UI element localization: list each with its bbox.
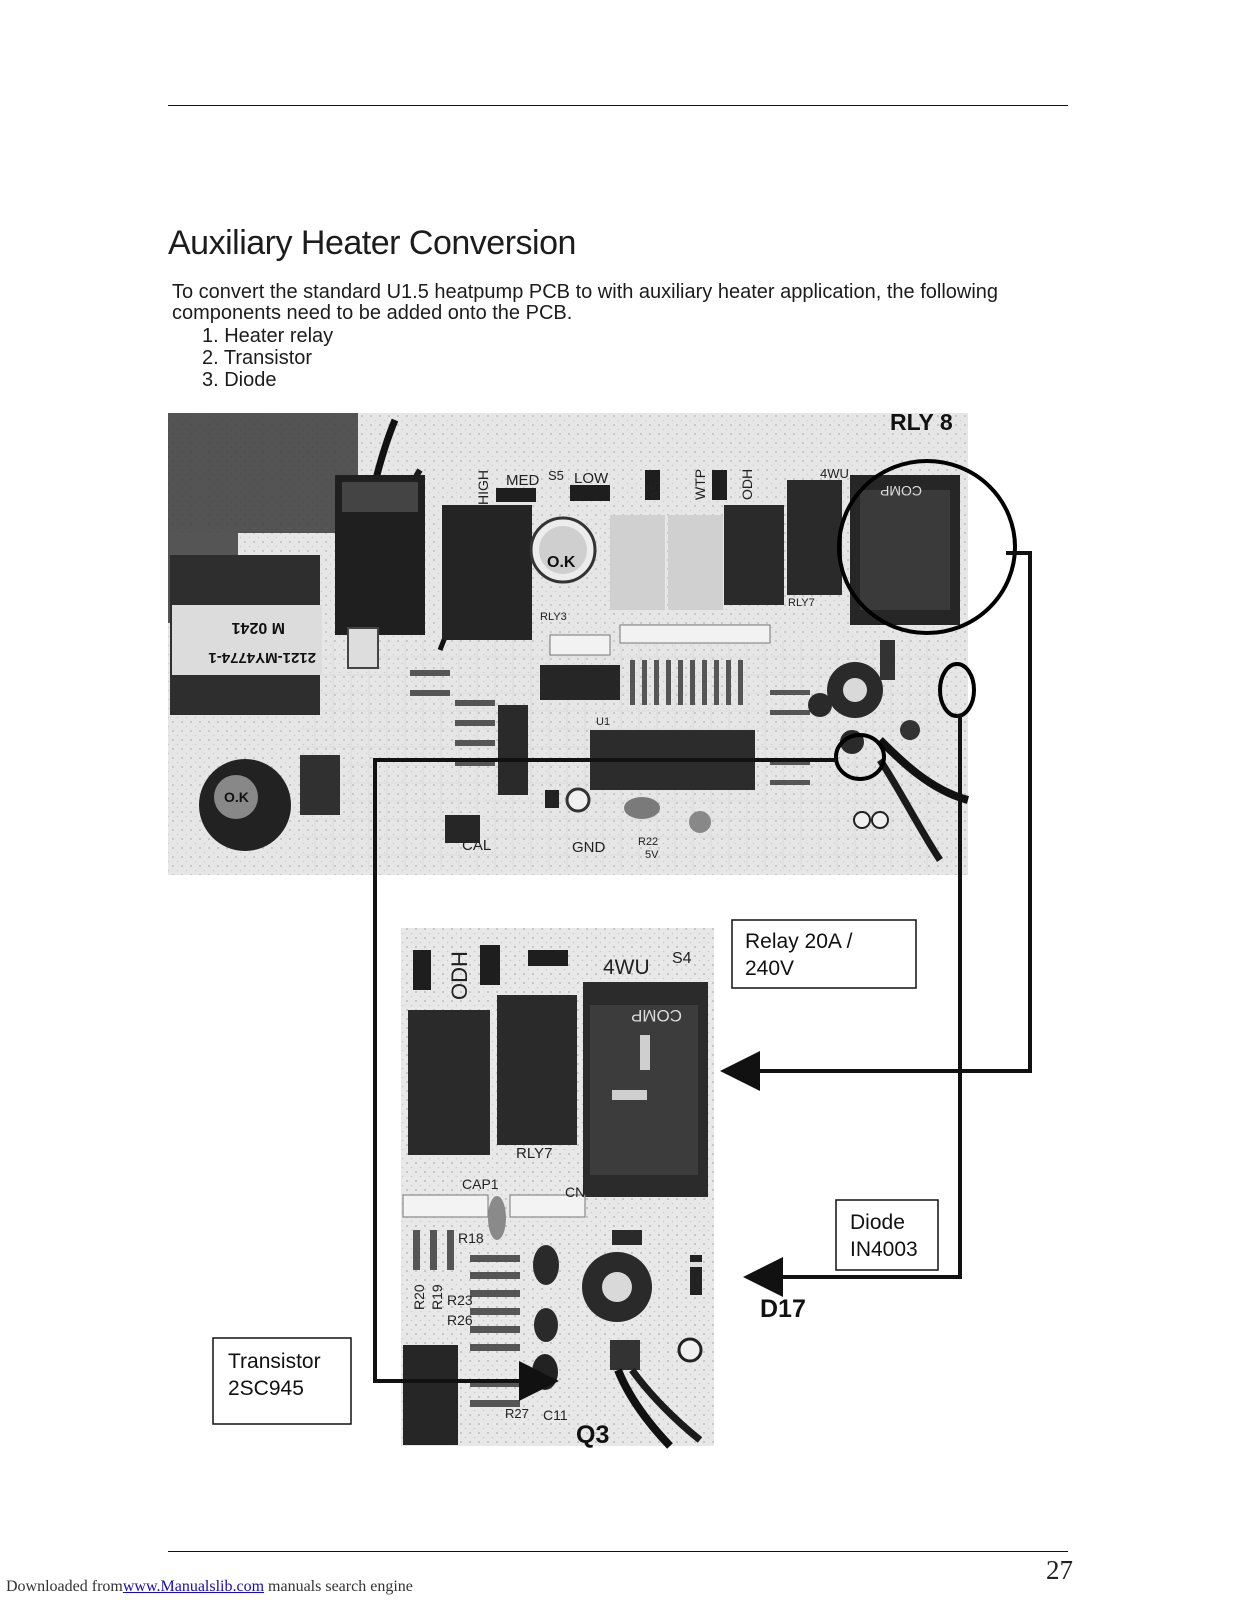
- zoom-label-c11: C11: [543, 1407, 568, 1423]
- zoom-label-4wu: 4WU: [603, 956, 650, 979]
- relay-callout-line1: Relay 20A /: [745, 930, 853, 953]
- pcb-label-high: HIGH: [475, 470, 491, 505]
- list-item: 2. Transistor: [202, 347, 313, 369]
- pcb-label-odh: ODH: [739, 469, 755, 500]
- pcb-label-5v: 5V: [645, 849, 659, 861]
- q3-connector-arrow: [373, 758, 836, 1401]
- page-title: Auxiliary Heater Conversion: [168, 224, 576, 262]
- pcb-label-gnd: GND: [572, 839, 606, 856]
- footer-prefix: Downloaded from: [6, 1578, 123, 1595]
- diode-callout: Diode IN4003: [835, 1199, 939, 1271]
- component-list: 1. Heater relay 2. Transistor 3. Diode: [202, 325, 333, 391]
- q3-label: Q3: [576, 1421, 609, 1449]
- d17-label: D17: [760, 1295, 806, 1323]
- zoom-label-s4: S4: [672, 950, 692, 967]
- pcb-label-r22: R22: [638, 836, 658, 848]
- page-number: 27: [1046, 1555, 1073, 1585]
- q3-highlight-ellipse: [834, 733, 886, 781]
- list-item: 1. Heater relay: [202, 325, 334, 347]
- zoom-label-r27: R27: [505, 1406, 529, 1421]
- zoom-label-odh: ODH: [447, 951, 472, 1000]
- pcb-label-part: 2121-MY4774-1: [208, 649, 316, 666]
- pcb-label-comp: COMP: [880, 483, 922, 499]
- zoom-label-r19: R19: [429, 1284, 445, 1310]
- zoom-label-comp: COMP: [631, 1006, 682, 1025]
- pcb-label-rly3: RLY3: [540, 611, 567, 623]
- pcb-label-low: LOW: [574, 470, 609, 487]
- zoom-label-r18: R18: [458, 1230, 484, 1246]
- pcb-label-u1: U1: [596, 716, 610, 728]
- relay-callout-line2: 240V: [745, 957, 794, 980]
- pcb-label-rly7: RLY7: [788, 597, 815, 609]
- zoom-resistor-row: [413, 1230, 520, 1407]
- transistor-callout-line1: Transistor: [228, 1350, 321, 1373]
- pcb-label-cal: CAL: [462, 837, 491, 854]
- zoom-label-cap1: CAP1: [462, 1176, 499, 1192]
- pcb-label-med: MED: [506, 472, 540, 489]
- zoom-label-rly7: RLY7: [516, 1145, 552, 1162]
- zoom-label-r23: R23: [447, 1292, 473, 1308]
- footer-rule: [168, 1551, 1068, 1552]
- relay-callout: Relay 20A / 240V: [731, 919, 917, 989]
- zoom-label-r26: R26: [447, 1312, 473, 1328]
- zoom-label-r20: R20: [411, 1284, 427, 1310]
- transistor-callout: Transistor 2SC945: [212, 1337, 352, 1425]
- diode-callout-line2: IN4003: [850, 1238, 918, 1261]
- list-item: 3. Diode: [202, 369, 277, 391]
- pcb-label-ok: O.K: [547, 554, 576, 571]
- pcb-photo-zoom: ODH 4WU S4 RLY7 COMP CAP1 CN R18 R20 R19…: [401, 928, 714, 1449]
- intro-paragraph: To convert the standard U1.5 heatpump PC…: [172, 281, 999, 324]
- pcb-photo-main: M 0241 2121-MY4774-1 O.K O.K HIGH MED: [168, 413, 970, 875]
- rly8-highlight-ellipse: [837, 459, 1017, 635]
- footer-suffix: manuals search engine: [264, 1578, 413, 1595]
- diode-callout-line1: Diode: [850, 1211, 905, 1234]
- zoom-label-cn: CN: [565, 1184, 585, 1200]
- pcb-label-ok-cap: O.K: [224, 789, 249, 805]
- rly8-label: RLY 8: [890, 409, 953, 435]
- pcb-label-s5: S5: [548, 468, 564, 483]
- pcb-label-wtp: WTP: [692, 469, 708, 500]
- pcb-label-m0241: M 0241: [232, 619, 285, 636]
- resistor-row: [410, 660, 810, 785]
- transistor-callout-line2: 2SC945: [228, 1377, 304, 1400]
- header-rule: [168, 105, 1068, 106]
- pcb-label-as: AS: [647, 481, 663, 500]
- pcb-label-4wu: 4WU: [820, 466, 849, 481]
- rly8-connector-arrow: [720, 551, 1032, 1091]
- d17-connector-arrow: [743, 714, 962, 1297]
- manualslib-link[interactable]: www.Manualslib.com: [122, 1578, 265, 1595]
- download-footer: Downloaded fromwww.Manualslib.com manual…: [6, 1578, 413, 1596]
